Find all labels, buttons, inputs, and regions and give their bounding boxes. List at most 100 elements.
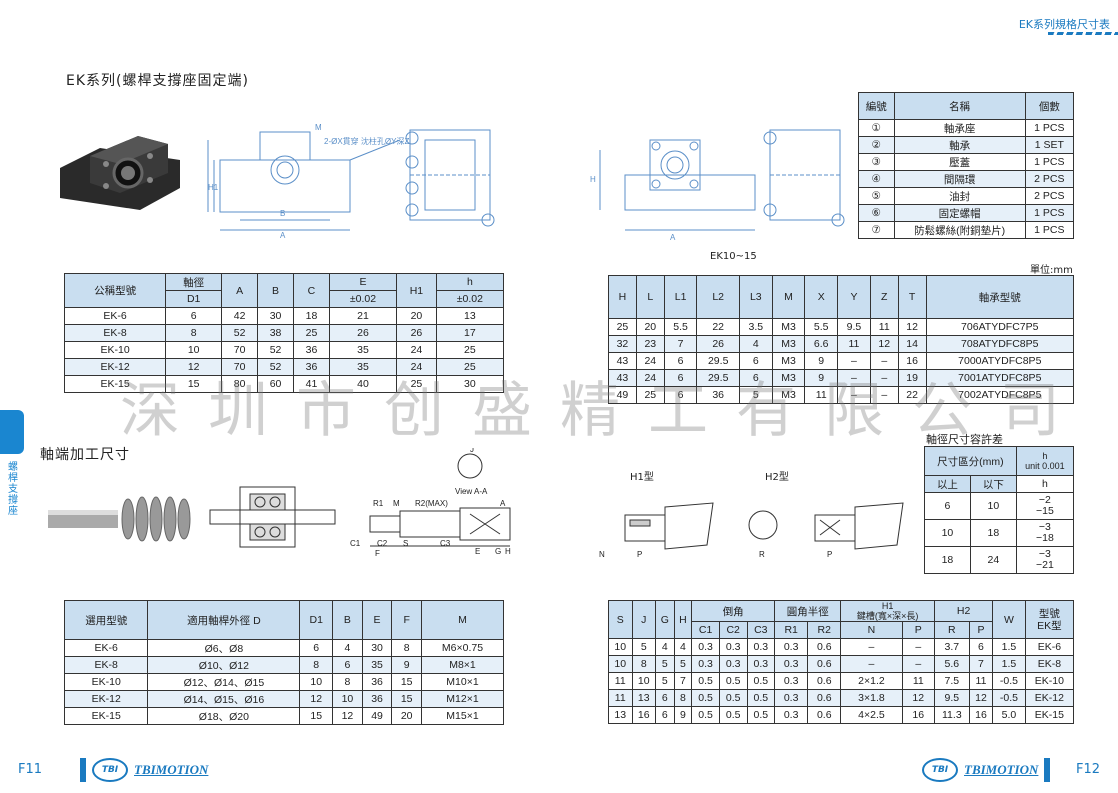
svg-text:S: S bbox=[403, 539, 408, 548]
table-cell: M3 bbox=[771, 369, 806, 387]
table-cell: Ø10、Ø12 bbox=[147, 656, 301, 674]
col-header: E bbox=[328, 273, 398, 291]
table-cell: 16 bbox=[631, 706, 656, 724]
brand-logo-left[interactable]: TBI TBIMOTION bbox=[80, 758, 208, 782]
table-cell: 0.3 bbox=[718, 655, 748, 673]
table-cell: ⑤ bbox=[858, 187, 895, 205]
table-cell: 29.5 bbox=[696, 369, 740, 387]
table-cell: 24 bbox=[635, 352, 665, 370]
col-header: 倒角 bbox=[691, 600, 776, 622]
table-cell: 40 bbox=[328, 375, 398, 393]
table-cell: EK-8 bbox=[1024, 655, 1075, 673]
table-cell: Ø14、Ø15、Ø16 bbox=[147, 690, 301, 708]
table-cell: 11 bbox=[804, 386, 839, 404]
table-cell: 6 bbox=[738, 352, 773, 370]
col-header: W bbox=[992, 600, 1026, 639]
table-cell: – bbox=[869, 386, 899, 404]
table-cell: 15 bbox=[391, 690, 422, 708]
table-cell: 24 bbox=[396, 358, 437, 376]
col-subheader: ±0.02 bbox=[328, 290, 398, 308]
table-cell: – bbox=[840, 638, 903, 656]
table-cell: EK-12 bbox=[1024, 689, 1075, 707]
table-cell: – bbox=[869, 369, 899, 387]
col-header: S bbox=[608, 600, 633, 639]
table-cell: 5 bbox=[673, 655, 693, 673]
table-cell: 0.3 bbox=[691, 638, 720, 656]
col-subheader: 以下 bbox=[969, 475, 1017, 493]
col-header: H bbox=[673, 600, 693, 639]
table-cell: 0.5 bbox=[691, 672, 720, 690]
table-cell: – bbox=[837, 386, 871, 404]
table-cell: 6 bbox=[663, 386, 698, 404]
table-cell: 706ATYDFC7P5 bbox=[925, 318, 1075, 336]
table-cell: 12 bbox=[901, 689, 935, 707]
table-cell: EK-10 bbox=[63, 341, 167, 359]
h1-type-label: H1型 bbox=[630, 472, 654, 483]
table-cell: 7 bbox=[663, 335, 698, 353]
table-cell: Ø12、Ø14、Ø15 bbox=[147, 673, 301, 691]
table-cell: 2 PCS bbox=[1024, 187, 1075, 205]
table-cell: 52 bbox=[221, 324, 259, 342]
col-header: H bbox=[608, 275, 637, 319]
table-cell: EK-12 bbox=[63, 690, 149, 708]
table-cell: 7.5 bbox=[933, 672, 970, 690]
table-cell: 80 bbox=[221, 375, 259, 393]
table-cell: 24 bbox=[969, 546, 1017, 574]
col-header: T bbox=[897, 275, 927, 319]
col-header: B bbox=[257, 273, 294, 308]
table-cell: 10 bbox=[631, 672, 656, 690]
col-header: 圓角半徑 bbox=[774, 600, 842, 622]
col-header: H2 bbox=[933, 600, 994, 622]
page-header-title: EK系列規格尺寸表 bbox=[1018, 18, 1110, 31]
table-cell: 9.5 bbox=[837, 318, 871, 336]
table-cell: ① bbox=[858, 119, 895, 137]
svg-text:J: J bbox=[470, 448, 474, 454]
svg-text:C2: C2 bbox=[377, 539, 388, 548]
table-cell: 25 bbox=[396, 375, 437, 393]
table-cell: 0.6 bbox=[807, 672, 842, 690]
table-cell: 4 bbox=[655, 638, 675, 656]
table-cell: EK-6 bbox=[1024, 638, 1075, 656]
table-cell: 0.3 bbox=[691, 655, 720, 673]
table-cell: 間隔環 bbox=[893, 170, 1026, 188]
table-cell: 11 bbox=[869, 318, 899, 336]
table-cell: ③ bbox=[858, 153, 895, 171]
svg-text:P: P bbox=[637, 550, 642, 559]
table-cell: 25 bbox=[635, 386, 665, 404]
svg-text:View A-A: View A-A bbox=[455, 487, 488, 496]
table-cell: 0.3 bbox=[774, 672, 809, 690]
svg-text:R1: R1 bbox=[373, 499, 384, 508]
table-cell: – bbox=[901, 638, 935, 656]
assembly-drawing bbox=[209, 486, 336, 548]
table-cell: M8×1 bbox=[420, 656, 505, 674]
table-cell: 0.6 bbox=[807, 689, 842, 707]
table-cell: 8 bbox=[165, 324, 223, 342]
table-cell: 6 bbox=[655, 689, 675, 707]
table-cell: 1 PCS bbox=[1024, 204, 1075, 222]
table-cell: 7 bbox=[673, 672, 693, 690]
drawing-note: 2-ØX貫穿 沈柱孔ØY深Z bbox=[324, 136, 409, 146]
table-cell: 24 bbox=[396, 341, 437, 359]
table-cell: 固定螺帽 bbox=[893, 204, 1026, 222]
brand-logo-right[interactable]: TBI TBIMOTION bbox=[922, 758, 1051, 782]
table-cell: 38 bbox=[257, 324, 294, 342]
svg-text:G: G bbox=[495, 547, 501, 556]
col-header: 選用型號 bbox=[63, 600, 149, 640]
table-cell: 12 bbox=[299, 690, 334, 708]
h2-type-label: H2型 bbox=[765, 472, 789, 483]
table-cell: 0.3 bbox=[774, 638, 809, 656]
svg-text:A: A bbox=[280, 231, 286, 240]
table-cell: 防鬆螺絲(附銅墊片) bbox=[893, 221, 1026, 239]
table-cell: 5 bbox=[655, 672, 675, 690]
